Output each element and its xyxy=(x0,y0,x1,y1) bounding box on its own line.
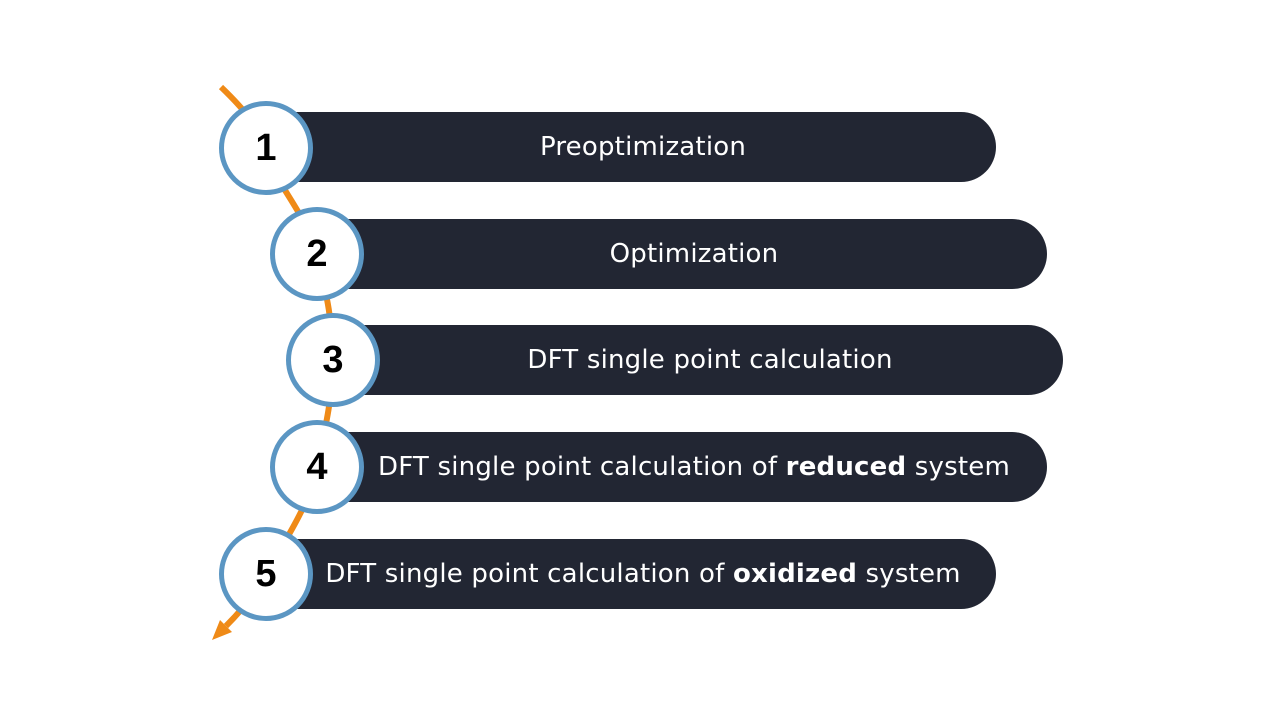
step-number: 3 xyxy=(322,338,344,381)
step-label: Optimization xyxy=(609,239,779,269)
step-number: 5 xyxy=(255,552,277,595)
step-number-badge-3: 3 xyxy=(286,313,380,407)
step-bar-5: DFT single point calculation of oxidized… xyxy=(266,539,996,609)
step-bar-2: Optimization xyxy=(317,219,1047,289)
step-bar-1: Preoptimization xyxy=(266,112,996,182)
step-label: DFT single point calculation xyxy=(527,345,893,375)
step-number-badge-5: 5 xyxy=(219,527,313,621)
step-number: 4 xyxy=(306,445,328,488)
step-label: DFT single point calculation of oxidized… xyxy=(325,559,961,589)
step-number: 1 xyxy=(255,126,277,169)
arrow-head-icon xyxy=(212,620,232,640)
step-bar-3: DFT single point calculation xyxy=(333,325,1063,395)
step-number-badge-1: 1 xyxy=(219,101,313,195)
step-label: DFT single point calculation of reduced … xyxy=(378,452,1010,482)
step-number: 2 xyxy=(306,232,328,275)
step-bar-4: DFT single point calculation of reduced … xyxy=(317,432,1047,502)
step-number-badge-4: 4 xyxy=(270,420,364,514)
step-label: Preoptimization xyxy=(539,132,747,162)
step-number-badge-2: 2 xyxy=(270,207,364,301)
